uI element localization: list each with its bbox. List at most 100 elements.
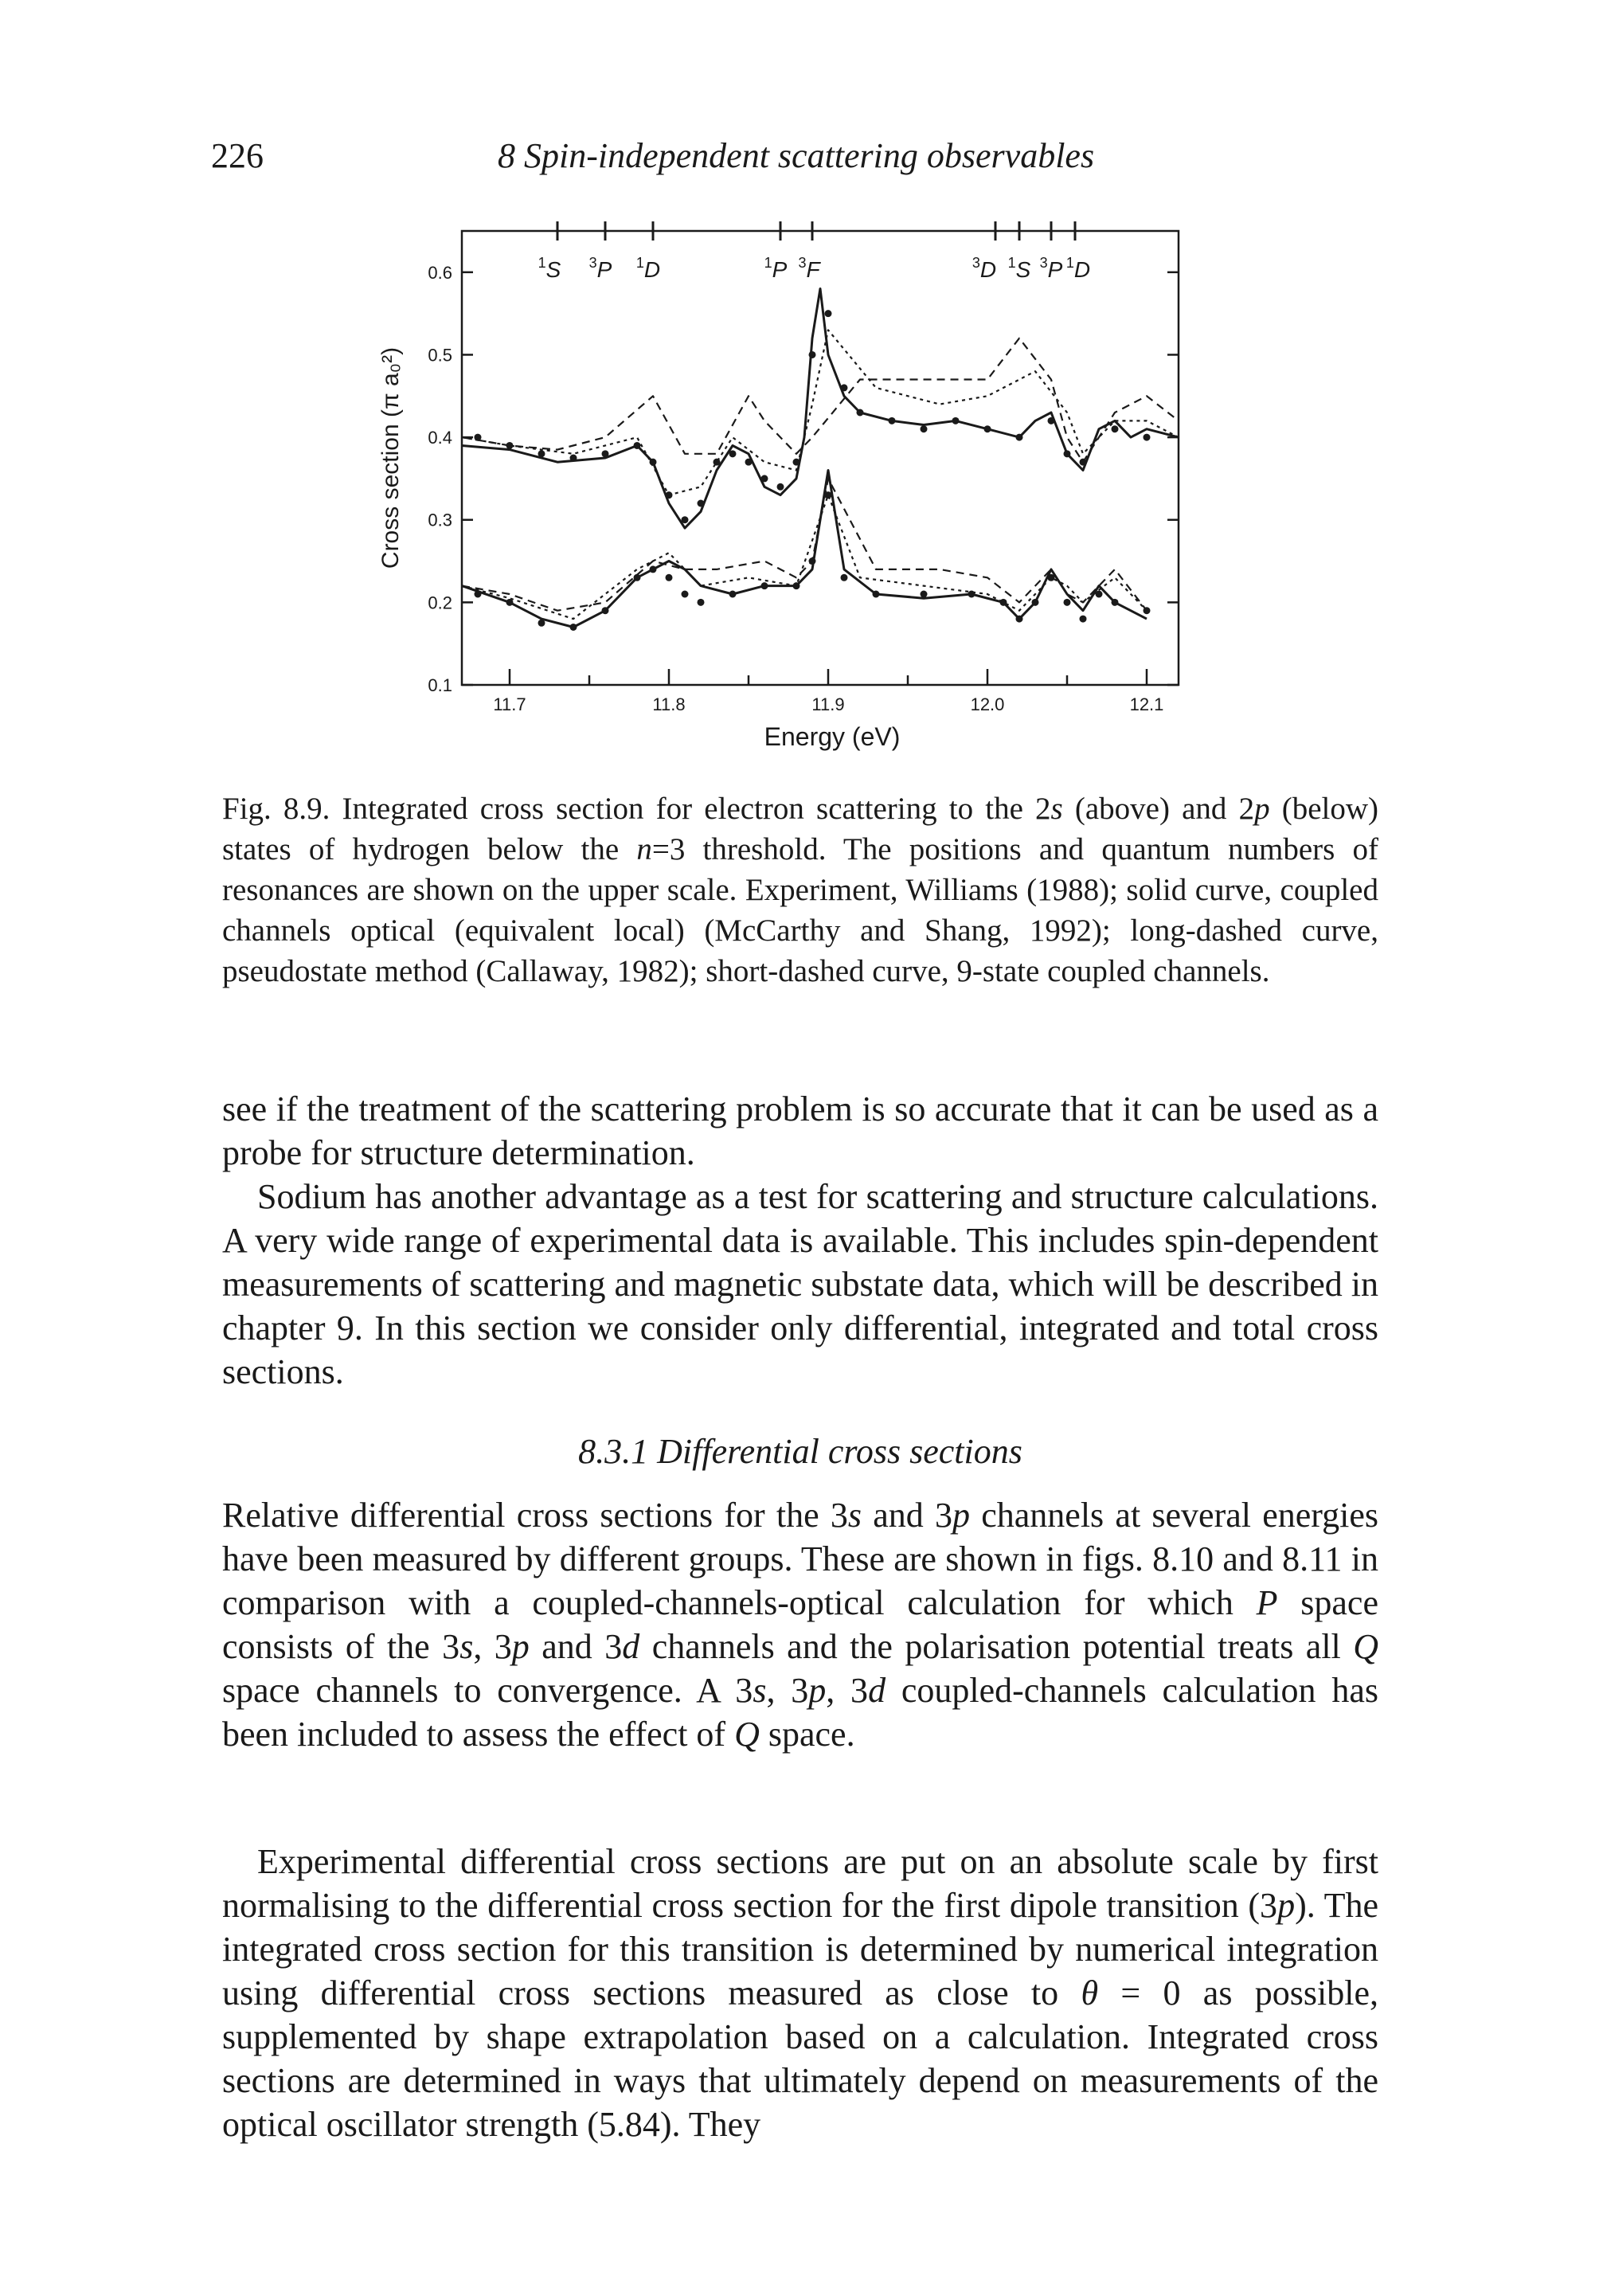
p4-text: = 0 as possible, supplemented by shape e… xyxy=(222,1973,1378,2144)
resonance-label-main: D xyxy=(980,257,996,282)
resonance-label-sup: 3 xyxy=(1040,255,1048,271)
experiment-point xyxy=(681,516,689,524)
experiment-point xyxy=(1047,417,1055,424)
experiment-point xyxy=(601,607,609,615)
experiment-point xyxy=(538,619,545,627)
caption-text: (below) states of hydrogen below the xyxy=(222,792,1379,866)
resonance-label-main: S xyxy=(546,257,561,282)
p3-italic: p xyxy=(952,1496,971,1535)
experiment-point xyxy=(1015,433,1023,441)
experiment-point xyxy=(649,565,657,573)
p3-text: space consists of the 3 xyxy=(222,1583,1378,1666)
resonance-label-sup: 3 xyxy=(798,255,806,271)
resonance-label-sup: 1 xyxy=(764,255,772,271)
section-heading: 8.3.1 Differential cross sections xyxy=(578,1432,1022,1471)
experiment-point xyxy=(697,499,705,507)
paragraph-1: see if the treatment of the scattering p… xyxy=(222,1089,1378,1172)
p3-text: coupled-channels calculation has been in… xyxy=(222,1671,1379,1754)
caption-italic: n xyxy=(636,832,652,866)
page-number: 226 xyxy=(211,136,264,175)
p4-text: Experimental differential cross sections… xyxy=(222,1842,1378,1925)
experiment-point xyxy=(538,450,545,458)
paragraph-3: Relative differential cross sections for… xyxy=(222,1493,1378,1756)
short-dashed-curve-2s xyxy=(461,329,1179,496)
running-head: 8 Spin-independent scattering observable… xyxy=(498,136,1095,175)
experiment-point xyxy=(856,409,864,417)
y-tick-label: 0.3 xyxy=(428,510,452,530)
experiment-point xyxy=(649,458,657,466)
resonance-label-sup: 3 xyxy=(972,255,980,271)
p3-text: space. xyxy=(759,1715,855,1754)
y-ticks: 0.10.20.30.40.50.6 xyxy=(428,263,1179,695)
experiment-point xyxy=(760,475,768,483)
p4-italic: p xyxy=(1277,1886,1296,1925)
resonance-label-main: P xyxy=(772,257,788,282)
resonance-label-sup: 1 xyxy=(636,255,644,271)
p3-text: , 3 xyxy=(826,1671,869,1710)
p3-text: Relative differential cross sections for… xyxy=(222,1496,848,1535)
experiment-point xyxy=(1111,598,1119,606)
paragraph-4: Experimental differential cross sections… xyxy=(222,1840,1378,2146)
p3-italic: p xyxy=(511,1627,530,1666)
y-tick-label: 0.6 xyxy=(428,263,452,283)
experiment-point xyxy=(792,582,800,590)
experiment-point xyxy=(681,590,689,598)
caption-text: Fig. 8.9. Integrated cross section for e… xyxy=(222,792,1051,826)
figure-caption: Fig. 8.9. Integrated cross section for e… xyxy=(222,788,1378,992)
experiment-point xyxy=(1015,615,1023,623)
experiment-point xyxy=(601,450,609,458)
resonance-label-main: P xyxy=(1048,257,1063,282)
p3-italic: Q xyxy=(734,1715,760,1754)
resonance-label: 1S xyxy=(538,255,561,282)
resonance-label-main: S xyxy=(1016,257,1031,282)
experiment-point xyxy=(1031,598,1039,606)
x-tick-label: 12.0 xyxy=(971,694,1005,714)
p3-text: channels and the polarisation potential … xyxy=(639,1627,1354,1666)
p3-italic: s xyxy=(847,1496,862,1535)
y-tick-label: 0.2 xyxy=(428,593,452,612)
experiment-point xyxy=(792,458,800,466)
p3-italic: Q xyxy=(1353,1627,1379,1666)
experiment-point xyxy=(1079,458,1087,466)
y-tick-label: 0.4 xyxy=(428,428,452,448)
p4-italic: θ xyxy=(1081,1973,1099,2012)
resonance-label-sup: 1 xyxy=(1066,255,1074,271)
x-axis-label: Energy (eV) xyxy=(764,722,901,751)
experiment-point xyxy=(506,441,514,449)
p3-italic: P xyxy=(1256,1583,1278,1622)
experiment-point xyxy=(1095,590,1103,598)
p3-italic: p xyxy=(808,1671,827,1710)
experiment-point xyxy=(920,425,928,433)
p3-text: and 3 xyxy=(529,1627,623,1666)
resonance-label-sup: 1 xyxy=(538,255,546,271)
experiment-point xyxy=(872,590,880,598)
short-dashed-curve-2p xyxy=(461,494,1147,620)
p3-text: , 3 xyxy=(473,1627,512,1666)
experiment-point xyxy=(569,454,577,462)
experiment-point xyxy=(808,350,816,358)
resonance-label: 3D xyxy=(972,255,996,282)
paragraph-2: Sodium has another advantage as a test f… xyxy=(222,1177,1378,1391)
experiment-point xyxy=(1079,615,1087,623)
experiment-point xyxy=(506,598,514,606)
plot-frame xyxy=(460,229,1180,686)
experiment-point xyxy=(569,623,577,631)
p3-text: space channels to convergence. A 3 xyxy=(222,1671,753,1710)
caption-text: =3 threshold. The positions and quantum … xyxy=(222,832,1378,988)
resonance-label-main: F xyxy=(806,257,821,282)
page-header: 226 8 Spin-independent scattering observ… xyxy=(211,135,1390,183)
p3-italic: s xyxy=(753,1671,767,1710)
p3-italic: d xyxy=(868,1671,886,1710)
resonance-label-sup: 3 xyxy=(589,255,597,271)
x-tick-label: 12.1 xyxy=(1130,694,1164,714)
experiment-point xyxy=(999,598,1007,606)
experiment-point xyxy=(665,573,673,581)
experiment-point xyxy=(952,417,960,424)
experiment-point xyxy=(633,573,641,581)
experiment-point xyxy=(1063,598,1071,606)
resonance-label: 3F xyxy=(798,255,821,282)
resonance-label: 3P xyxy=(1040,255,1063,282)
resonance-label: 1P xyxy=(764,255,788,282)
experiment-point xyxy=(474,433,482,441)
